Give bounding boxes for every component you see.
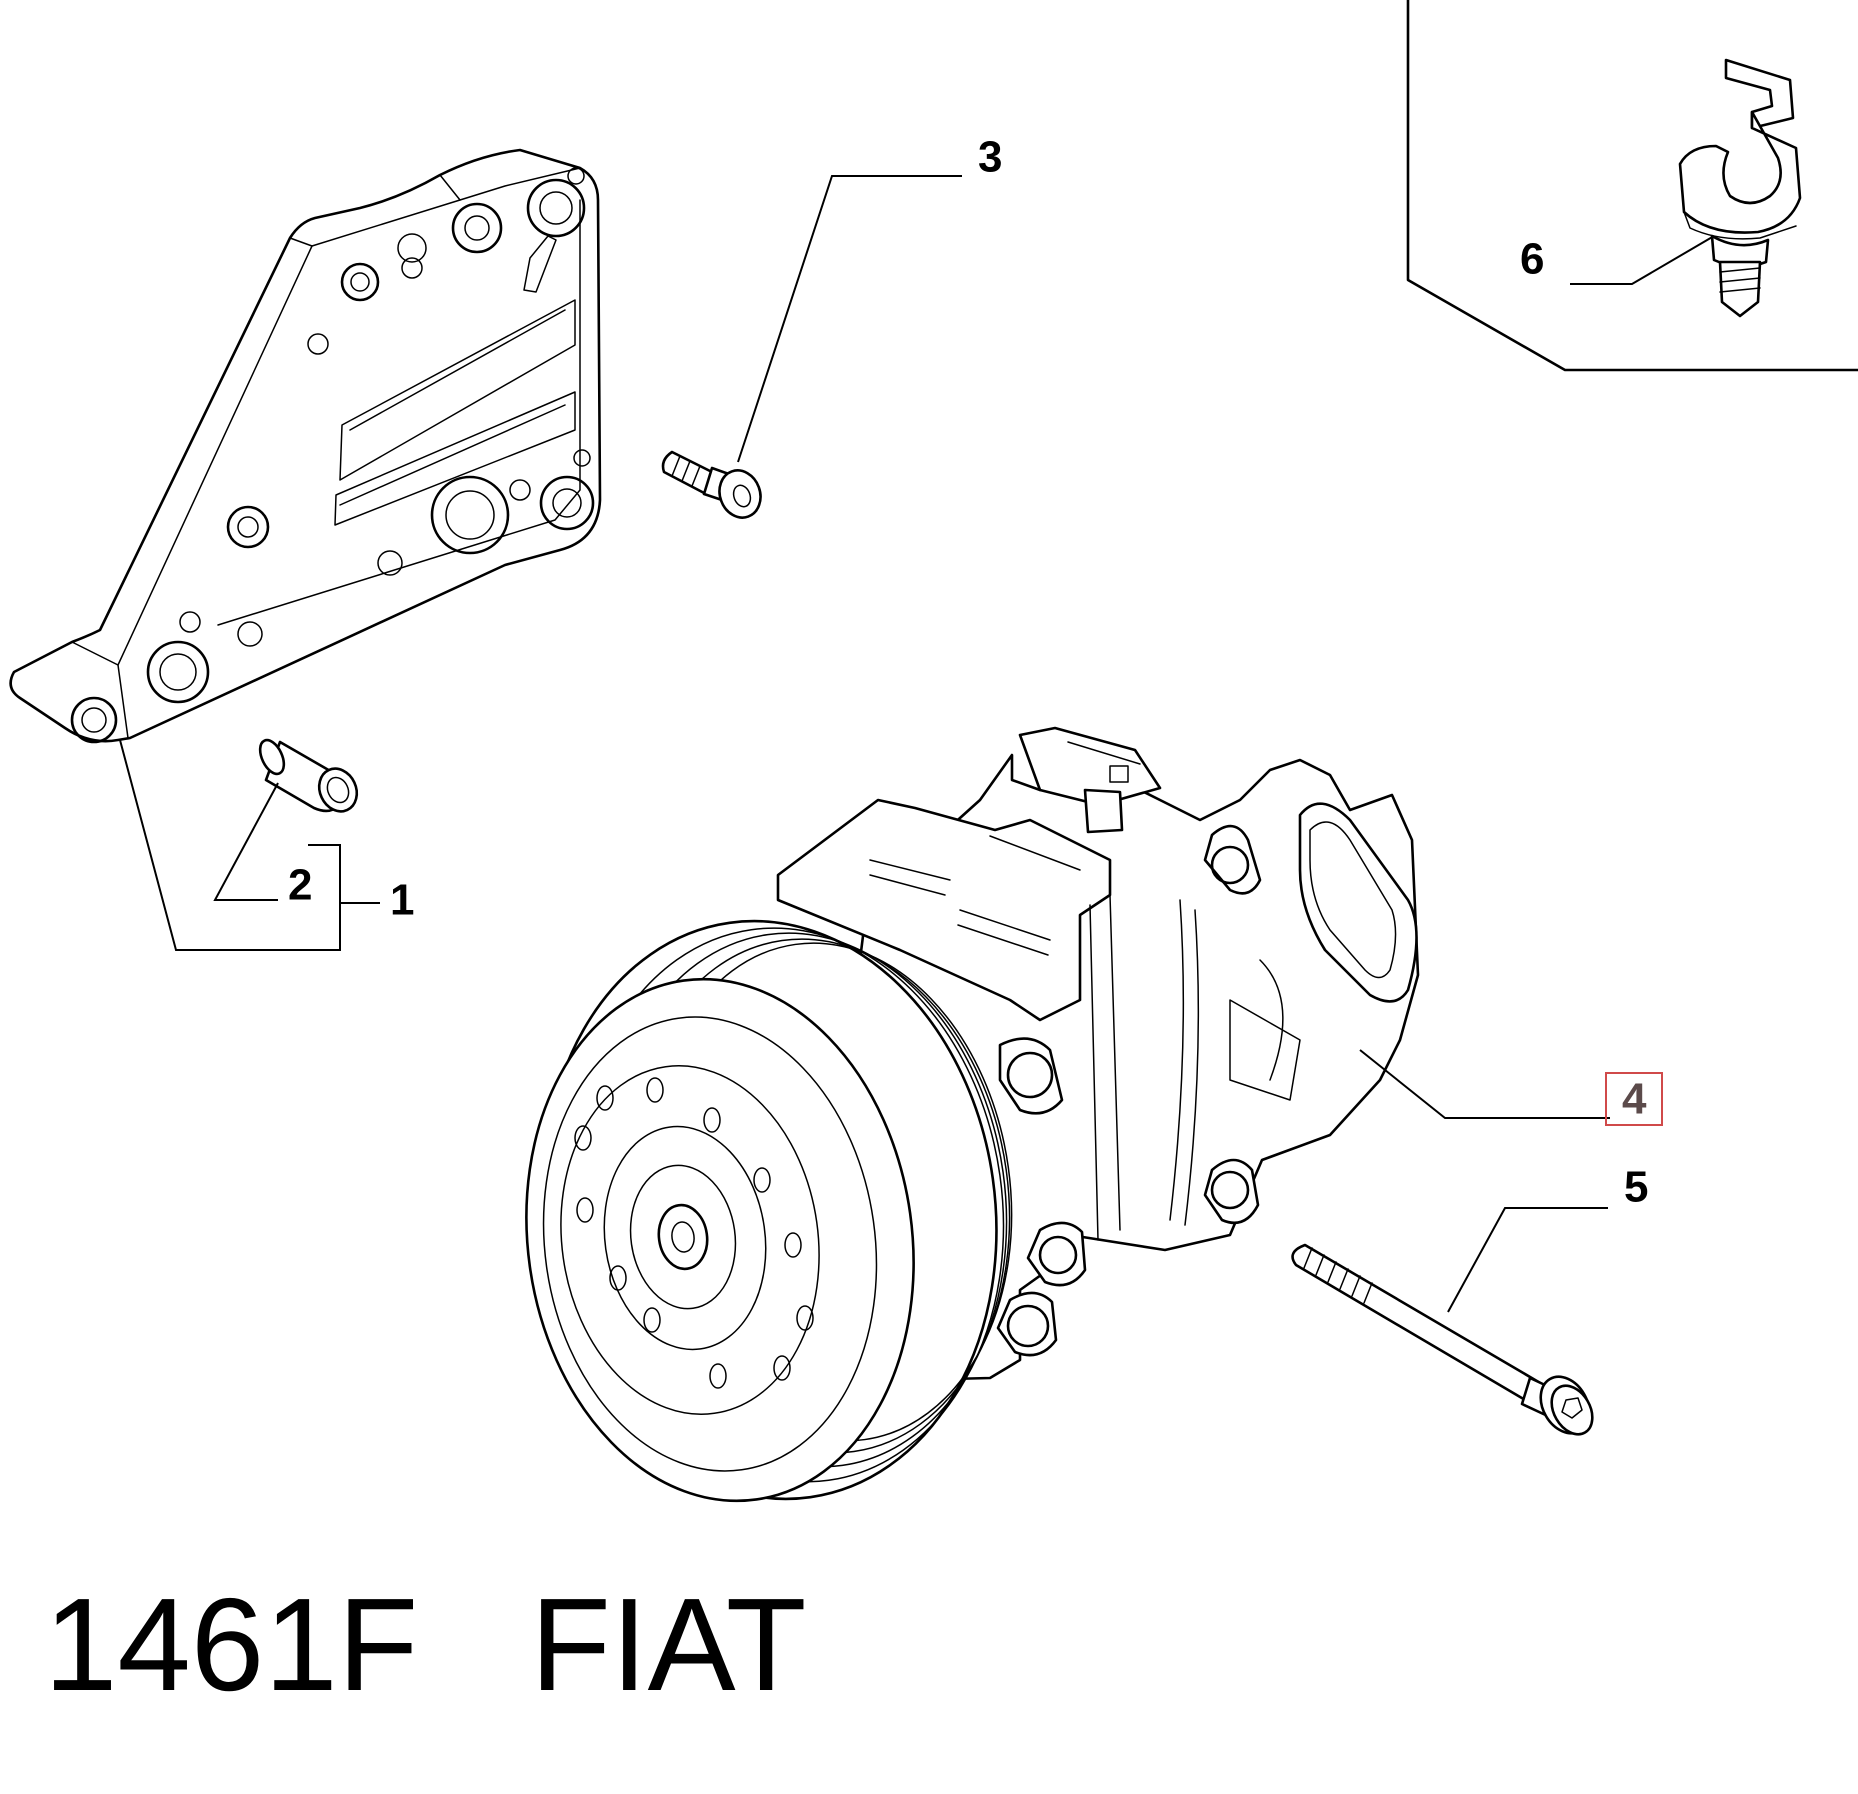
- callout-4-highlight-box: [1605, 1072, 1663, 1126]
- callout-2[interactable]: 2: [288, 861, 312, 910]
- diagram-title: 1461F FIAT: [44, 1570, 806, 1720]
- part-4-compressor[interactable]: [493, 726, 1420, 1528]
- part-3-screw[interactable]: [661, 450, 767, 523]
- part-1-bracket[interactable]: [9, 148, 602, 744]
- callout-5[interactable]: 5: [1624, 1163, 1648, 1212]
- callout-4[interactable]: 4: [1622, 1075, 1647, 1124]
- pulley-holes: [574, 1077, 814, 1389]
- callout-3[interactable]: 3: [978, 133, 1002, 182]
- brand-name: FIAT: [530, 1571, 807, 1718]
- callouts: 1 2 3 4 5 6: [288, 133, 1663, 1212]
- callout-1[interactable]: 1: [390, 876, 414, 925]
- diagram-code: 1461F: [44, 1571, 419, 1718]
- leader-lines: [119, 175, 1715, 1313]
- part-5-bolt[interactable]: [1291, 1243, 1601, 1442]
- callout-6[interactable]: 6: [1520, 235, 1544, 284]
- inset-frame: [1406, 0, 1858, 372]
- part-6-clip[interactable]: [1678, 58, 1802, 318]
- part-2-bushing[interactable]: [255, 736, 363, 817]
